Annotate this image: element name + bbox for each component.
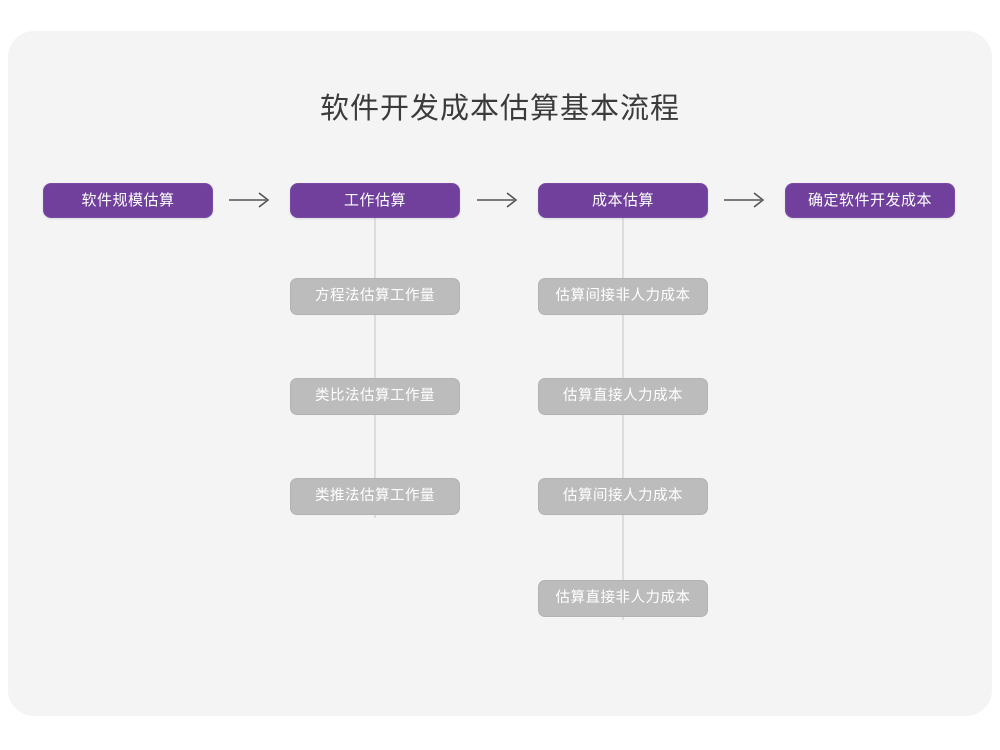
node-work-1-label: 方程法估算工作量 [315,288,435,305]
arrow-1-icon [228,190,274,210]
diagram-card [8,31,992,716]
node-step-2-label: 工作估算 [343,192,406,209]
node-cost-3-label: 估算间接人力成本 [563,488,683,505]
arrow-2-icon [476,190,522,210]
node-cost-4-label: 估算直接非人力成本 [555,590,691,607]
node-cost-1-label: 估算间接非人力成本 [555,288,691,305]
node-step-4[interactable]: 确定软件开发成本 [785,183,955,218]
node-work-2[interactable]: 类比法估算工作量 [290,378,460,415]
node-work-3-label: 类推法估算工作量 [315,488,435,505]
node-cost-4[interactable]: 估算直接非人力成本 [538,580,708,617]
connector-line-work [374,218,376,518]
page-title: 软件开发成本估算基本流程 [319,93,680,125]
connector-line-cost [622,218,624,620]
node-work-2-label: 类比法估算工作量 [315,388,435,405]
node-step-2[interactable]: 工作估算 [290,183,460,218]
node-step-4-label: 确定软件开发成本 [807,192,932,209]
node-step-3[interactable]: 成本估算 [538,183,708,218]
node-cost-2-label: 估算直接人力成本 [563,388,683,405]
node-step-1[interactable]: 软件规模估算 [43,183,213,218]
node-work-1[interactable]: 方程法估算工作量 [290,278,460,315]
node-step-1-label: 软件规模估算 [81,192,175,209]
node-cost-1[interactable]: 估算间接非人力成本 [538,278,708,315]
node-step-3-label: 成本估算 [591,192,654,209]
node-work-3[interactable]: 类推法估算工作量 [290,478,460,515]
node-cost-3[interactable]: 估算间接人力成本 [538,478,708,515]
node-cost-2[interactable]: 估算直接人力成本 [538,378,708,415]
arrow-3-icon [723,190,769,210]
